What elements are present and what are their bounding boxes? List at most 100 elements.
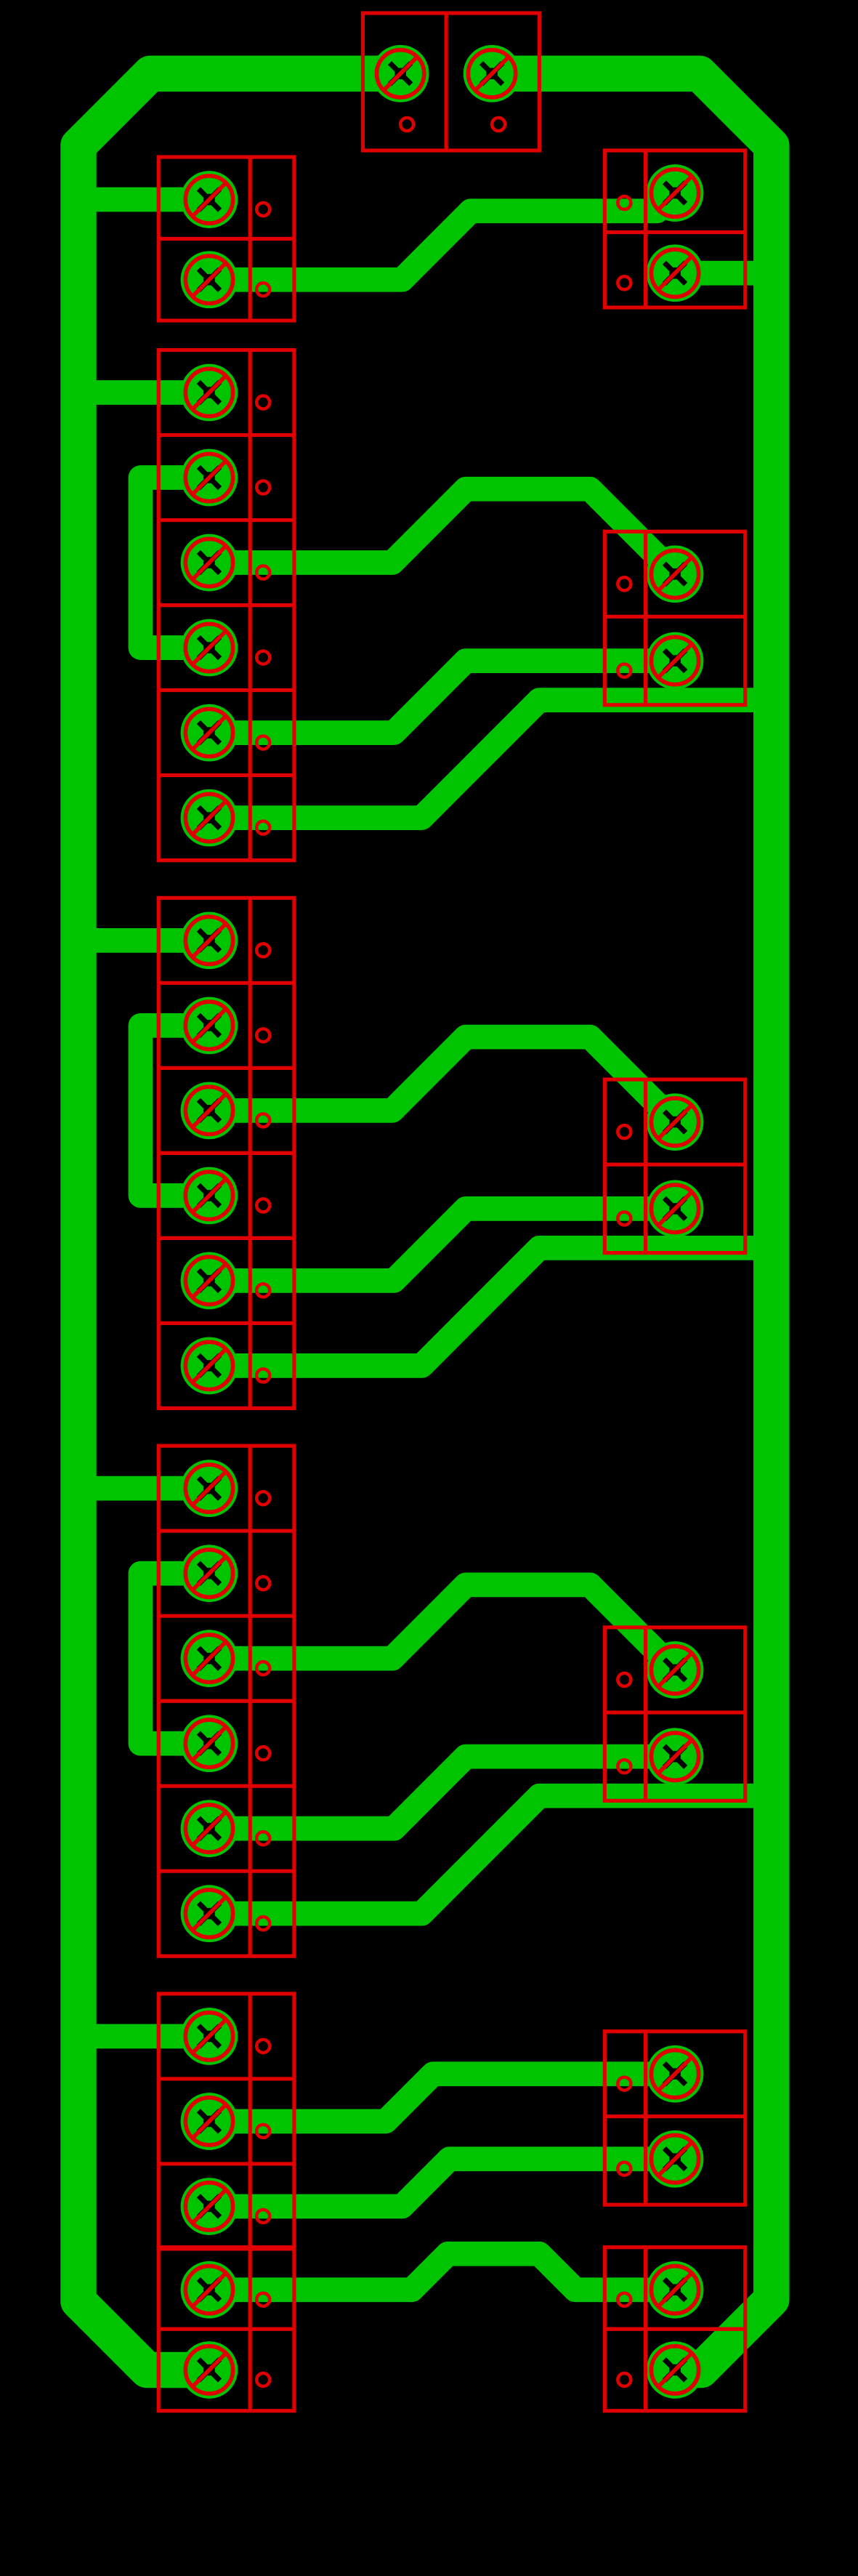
trace-net-m1-bus[interactable]: [197, 688, 784, 830]
component-j9[interactable]: [602, 1077, 748, 1255]
pad-slash: [190, 459, 228, 496]
trace-net-m4-bottom[interactable]: [197, 2146, 687, 2219]
pilot-hole: [254, 1659, 272, 1677]
component-j2[interactable]: [156, 155, 296, 323]
pilot-hole: [254, 2371, 272, 2388]
component-outline[interactable]: [156, 1699, 296, 1958]
trace-link-j4-j5[interactable]: [128, 465, 222, 660]
pad-ring: [649, 167, 701, 219]
component-j13[interactable]: [156, 1992, 296, 2251]
pad-ring: [183, 999, 235, 1052]
pad-ring: [649, 2133, 701, 2185]
pad-slash: [656, 1738, 694, 1776]
component-j7[interactable]: [156, 895, 296, 1155]
component-outline[interactable]: [156, 1151, 296, 1410]
component-j11[interactable]: [156, 1699, 296, 1958]
pad-slash: [656, 1190, 694, 1228]
pad-slash: [190, 180, 228, 219]
trace-net-m1-top[interactable]: [197, 476, 687, 587]
pad-ring: [183, 1633, 235, 1685]
pilot-hole: [254, 1915, 272, 1932]
pad-ring: [183, 254, 235, 306]
pilot-hole: [616, 1210, 633, 1227]
pilot-hole: [254, 201, 272, 218]
pad-ring: [649, 635, 701, 687]
pilot-hole: [254, 942, 272, 959]
pad-slash: [190, 799, 228, 837]
component-j6[interactable]: [602, 529, 748, 707]
pad-ring: [183, 1340, 235, 1392]
pad-slash: [656, 174, 694, 212]
pilot-hole: [616, 576, 633, 592]
pad-slash: [473, 55, 511, 92]
pad-ring: [183, 174, 235, 225]
trace-net-m2-bottom[interactable]: [197, 1196, 687, 1293]
pad-ring: [183, 621, 235, 674]
pad-ring: [649, 1096, 701, 1148]
pad-slash: [190, 1895, 228, 1933]
pilot-hole: [254, 1197, 272, 1214]
pad-slash: [190, 1007, 228, 1045]
pilot-hole: [616, 1123, 633, 1140]
pad-slash: [190, 1347, 228, 1385]
component-j12[interactable]: [602, 1625, 748, 1803]
pad-ring: [183, 914, 235, 967]
trace-net-m1-bottom[interactable]: [197, 648, 687, 745]
component-j8[interactable]: [156, 1151, 296, 1410]
pad-slash: [190, 2017, 228, 2056]
pad-slash: [190, 544, 228, 581]
trace-link-j7-j8[interactable]: [128, 1013, 222, 1208]
trace-net-m3-bottom[interactable]: [197, 1744, 687, 1841]
pilot-hole: [254, 1027, 272, 1044]
pad-slash: [190, 2102, 228, 2141]
pad-ring: [649, 2344, 701, 2396]
pad-ring: [649, 247, 701, 299]
component-outline[interactable]: [602, 148, 748, 310]
pilot-hole: [254, 819, 272, 836]
component-outline[interactable]: [156, 603, 296, 863]
trace-net-m2-bus[interactable]: [197, 1235, 784, 1378]
pad-ring: [649, 1731, 701, 1783]
pad-slash: [656, 254, 694, 292]
pad-ring: [649, 548, 701, 600]
silkscreen-layer: [156, 11, 748, 2413]
component-j16[interactable]: [602, 2245, 748, 2413]
pilot-hole: [616, 662, 633, 679]
component-j3[interactable]: [602, 148, 748, 310]
pad-ring: [466, 47, 518, 100]
pilot-hole: [616, 2371, 633, 2388]
pad-slash: [190, 2271, 228, 2309]
pad-ring: [183, 1803, 235, 1855]
component-j15[interactable]: [156, 2245, 296, 2413]
component-j5[interactable]: [156, 603, 296, 863]
pad-slash: [656, 2140, 694, 2178]
pilot-hole: [254, 1282, 272, 1299]
component-j14[interactable]: [602, 2029, 748, 2207]
pad-slash: [381, 55, 419, 92]
pad-slash: [656, 1651, 694, 1689]
trace-net-m3-top[interactable]: [197, 1572, 687, 1683]
component-j1[interactable]: [360, 11, 541, 153]
pad-ring: [374, 47, 426, 100]
pilot-hole: [616, 1671, 633, 1689]
pad-slash: [190, 1640, 228, 1678]
trace-net-bottom[interactable]: [197, 2241, 687, 2303]
pad-ring: [183, 2096, 235, 2147]
trace-net-m3-bus[interactable]: [197, 1783, 784, 1926]
pad-slash: [190, 261, 228, 299]
pilot-hole: [254, 1367, 272, 1384]
trace-net-m4-top[interactable]: [197, 2061, 687, 2134]
pad-slash: [190, 1092, 228, 1130]
pad-ring: [183, 451, 235, 504]
pad-ring: [183, 1462, 235, 1515]
trace-link-j10-j11[interactable]: [128, 1561, 222, 1756]
pad-slash: [656, 2055, 694, 2093]
pilot-hole: [254, 394, 272, 411]
pilot-hole: [616, 1758, 633, 1775]
pad-ring: [649, 2263, 701, 2316]
component-outline[interactable]: [360, 11, 541, 153]
pilot-hole: [254, 1830, 272, 1847]
trace-net-m2-top[interactable]: [197, 1024, 687, 1135]
